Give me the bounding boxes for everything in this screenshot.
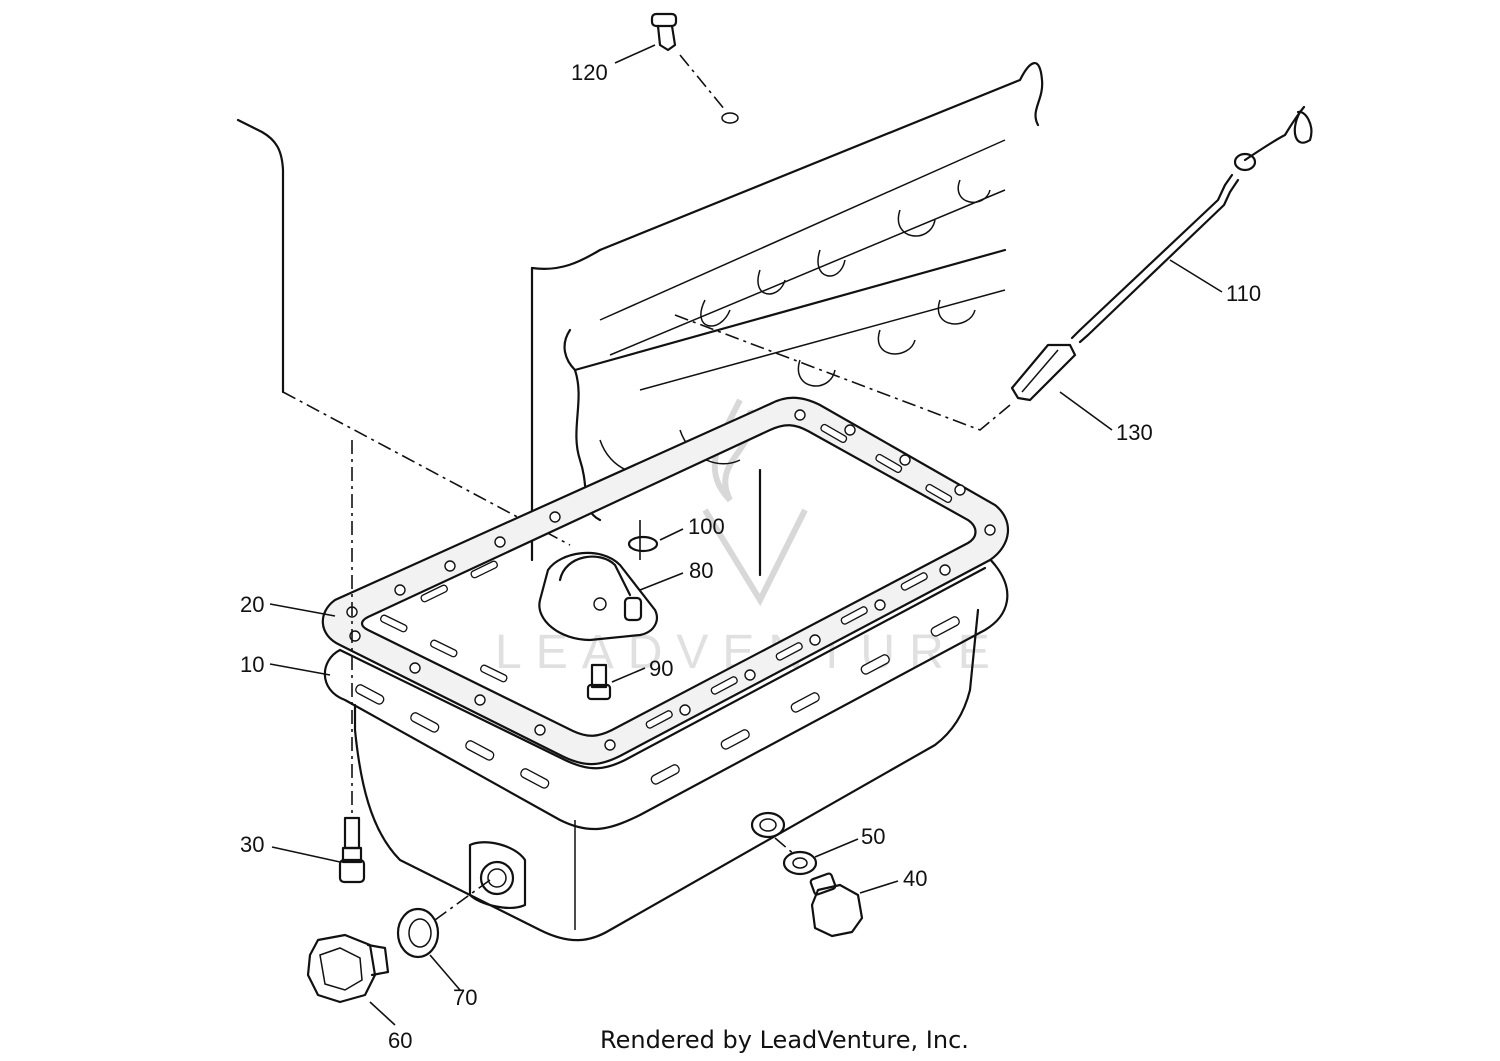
callout-130: 130	[1116, 420, 1153, 445]
side-drain-port	[750, 811, 786, 839]
drain-boss	[468, 841, 527, 909]
strainer-bolt	[586, 663, 612, 701]
gasket-slots	[380, 423, 953, 729]
drain-plug-washer	[396, 879, 491, 959]
callout-30: 30	[240, 832, 264, 857]
callout-120: 120	[571, 60, 608, 85]
callout-70: 70	[453, 985, 477, 1010]
engine-block-outline	[236, 62, 1044, 577]
oil-pan-gasket	[321, 396, 1010, 766]
rendered-by-credit: Rendered by LeadVenture, Inc.	[600, 1026, 969, 1054]
drain-plug	[306, 933, 390, 1004]
callout-20: 20	[240, 592, 264, 617]
callout-leaders	[269, 44, 1223, 1026]
callout-90: 90	[649, 656, 673, 681]
o-ring	[627, 535, 659, 553]
pan-flange-slots	[355, 616, 960, 789]
callout-10: 10	[240, 652, 264, 677]
callout-40: 40	[903, 866, 927, 891]
callout-60: 60	[388, 1028, 412, 1053]
side-drain-washer	[774, 837, 818, 876]
dipstick-guide	[1010, 343, 1077, 402]
callout-100: 100	[688, 514, 725, 539]
cap-plug	[650, 12, 739, 124]
callout-50: 50	[861, 824, 885, 849]
pan-bolt	[338, 440, 366, 884]
oil-strainer	[538, 520, 658, 642]
side-drain-plug	[809, 872, 864, 938]
dipstick	[1070, 105, 1313, 344]
oil-pan	[323, 543, 1009, 942]
callout-110: 110	[1226, 281, 1261, 306]
callout-80: 80	[689, 558, 713, 583]
